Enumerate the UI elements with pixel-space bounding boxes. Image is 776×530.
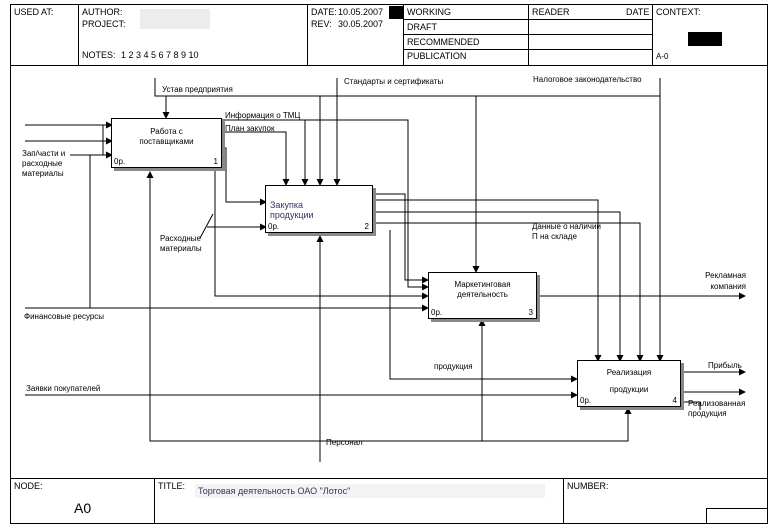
activity-box-3-cost: 0р.	[431, 308, 443, 317]
activity-box-4-number: 4	[672, 396, 677, 405]
activity-box-1-label: Работа с поставщиками	[139, 127, 194, 146]
notes-label: NOTES:	[82, 50, 116, 60]
label-availability: Данные о наличии П на складе	[532, 222, 601, 241]
label-purchase-plan: План закупок	[225, 124, 275, 133]
rev-value: 30.05.2007	[338, 19, 384, 29]
number-label: NUMBER:	[567, 481, 609, 491]
redacted-author-project	[140, 9, 210, 29]
label-sold-products: Реализованная продукция	[688, 399, 746, 418]
activity-box-4-label: Реализация продукции	[606, 368, 652, 394]
author-label: AUTHOR:	[82, 7, 123, 17]
title-value: Торговая деятельность ОАО "Лотос"	[198, 486, 351, 496]
title-highlight	[195, 484, 545, 498]
label-tax: Налоговое законодательство	[533, 75, 642, 84]
label-finance: Финансовые ресурсы	[24, 312, 105, 321]
status-publication: PUBLICATION	[407, 51, 467, 61]
date-value: 10.05.2007	[338, 7, 384, 17]
reader-date-label: DATE	[626, 7, 650, 17]
activity-box-2[interactable]: Закупка продукции 0р. 2	[265, 185, 373, 233]
reader-label: READER	[532, 7, 570, 17]
activity-box-3[interactable]: Маркетинговая деятельность 0р. 3	[428, 272, 537, 319]
context-label: CONTEXT:	[656, 7, 701, 17]
notes-numbers: 1 2 3 4 5 6 7 8 9 10	[121, 50, 199, 60]
activity-box-4[interactable]: Реализация продукции 0р. 4	[577, 360, 681, 407]
activity-box-3-number: 3	[528, 308, 533, 317]
label-ustav: Устав предприятия	[162, 85, 233, 94]
status-recommended: RECOMMENDED	[407, 37, 480, 47]
node-label: NODE:	[14, 481, 43, 491]
activity-box-2-number: 2	[364, 222, 369, 231]
date-label: DATE:	[311, 7, 337, 17]
label-products: продукция	[434, 362, 473, 371]
rev-label: REV:	[311, 19, 332, 29]
activity-box-3-label: Маркетинговая деятельность	[454, 280, 511, 299]
node-value: A0	[74, 500, 92, 516]
label-consumables: Расходные материалы	[160, 234, 202, 253]
title-label: TITLE:	[158, 481, 186, 491]
activity-box-2-cost: 0р.	[268, 222, 280, 231]
label-customer-requests: Заявки покупателей	[26, 384, 101, 393]
activity-box-1[interactable]: Работа с поставщиками 0р. 1	[111, 118, 222, 168]
used-at-label: USED AT:	[14, 7, 54, 17]
status-working: WORKING	[407, 7, 451, 17]
activity-box-2-label: Закупка продукции	[270, 200, 314, 220]
label-spare-parts: Зап/части и расходные материалы	[22, 149, 66, 178]
label-tmc-info: Информация о ТМЦ	[225, 111, 301, 120]
label-profit: Прибыль	[708, 361, 742, 370]
context-thumbnail	[688, 32, 722, 46]
activity-box-4-cost: 0р.	[580, 396, 592, 405]
context-node: A-0	[656, 52, 669, 61]
label-staff: Персонал	[326, 438, 363, 447]
activity-box-1-cost: 0р.	[114, 157, 126, 166]
project-label: PROJECT:	[82, 19, 126, 29]
status-draft: DRAFT	[407, 22, 437, 32]
activity-box-1-number: 1	[213, 157, 218, 166]
label-ad-campaign: Рекламная компания	[705, 271, 746, 291]
status-working-marker	[389, 6, 403, 19]
label-standards: Стандарты и сертификаты	[344, 77, 444, 86]
